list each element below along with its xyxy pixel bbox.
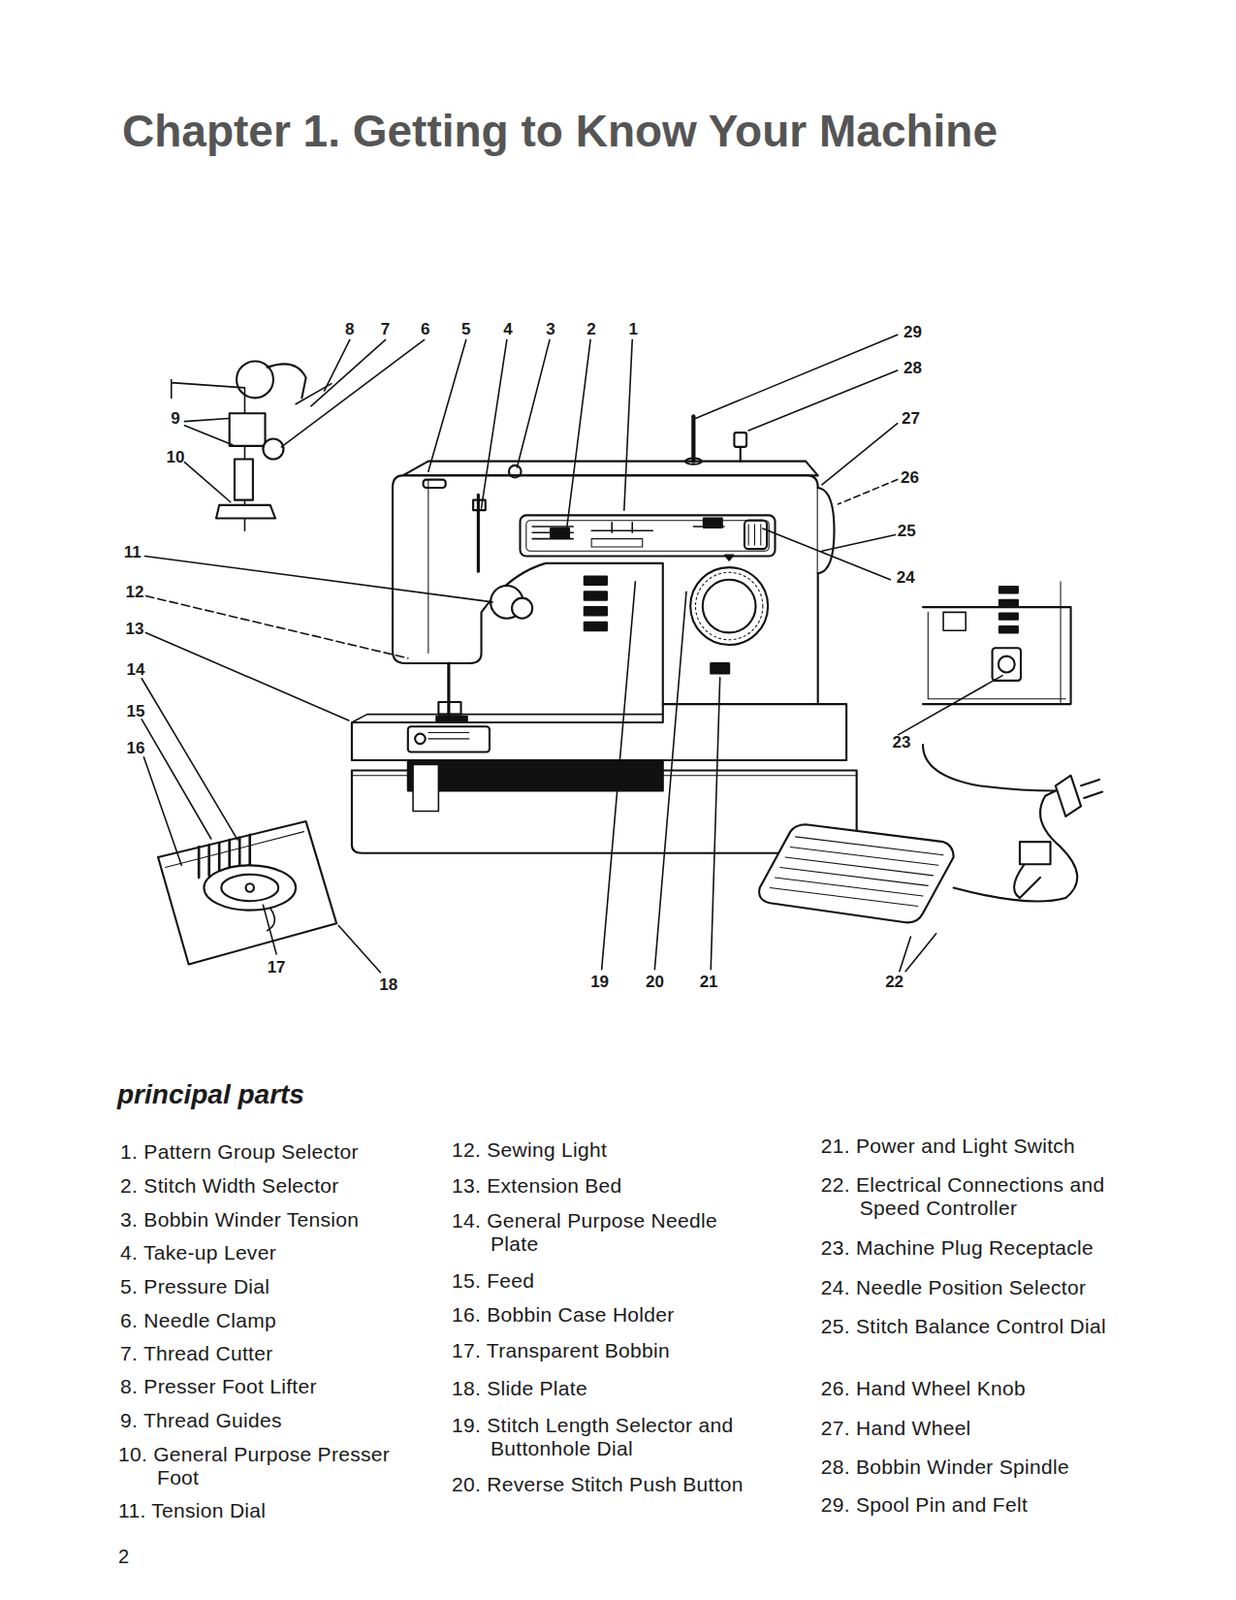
callout-number: 26	[900, 469, 920, 486]
callout-number: 12	[125, 583, 144, 601]
callout-number: 8	[345, 319, 354, 337]
callout-number: 20	[645, 973, 665, 990]
part-list-item: 19. Stitch Length Selector and Buttonhol…	[451, 1413, 750, 1460]
chapter-title: Chapter 1. Getting to Know Your Machine	[122, 104, 998, 158]
part-list-item: 9. Thread Guides	[120, 1408, 427, 1432]
part-list-item: 2. Stitch Width Selector	[120, 1173, 427, 1198]
callout-number: 9	[170, 410, 180, 427]
callout-number: 23	[892, 732, 912, 750]
callout-number: 2	[586, 319, 596, 337]
part-list-item: 18. Slide Plate	[451, 1376, 750, 1400]
part-list-item: 28. Bobbin Winder Spindle	[821, 1455, 1133, 1479]
part-list-item: 15. Feed	[451, 1268, 750, 1293]
callout-number: 16	[126, 739, 145, 757]
part-list-item: 24. Needle Position Selector	[821, 1275, 1133, 1300]
callout-number: 7	[380, 319, 390, 337]
part-list-item: 27. Hand Wheel	[821, 1416, 1133, 1440]
part-list-item: 26. Hand Wheel Knob	[821, 1376, 1133, 1400]
part-list-item: 6. Needle Clamp	[120, 1308, 427, 1332]
callout-number: 18	[379, 976, 398, 993]
part-list-item: 1. Pattern Group Selector	[120, 1140, 427, 1164]
part-list-item: 22. Electrical Connections and Speed Con…	[821, 1172, 1133, 1220]
callout-number: 6	[420, 319, 430, 337]
part-list-item: 20. Reverse Stitch Push Button	[451, 1472, 750, 1496]
callout-number: 17	[267, 958, 286, 976]
callout-number: 21	[699, 973, 719, 990]
part-list-item: 23. Machine Plug Receptacle	[821, 1236, 1133, 1260]
callout-number: 19	[590, 973, 609, 990]
callout-number: 22	[885, 973, 904, 990]
callout-number: 15	[126, 702, 145, 720]
part-list-item: 7. Thread Cutter	[120, 1341, 427, 1365]
part-list-item: 10. General Purpose Presser Foot	[118, 1442, 425, 1490]
part-list-item: 4. Take-up Lever	[120, 1240, 427, 1265]
part-list-item: 16. Bobbin Case Holder	[451, 1302, 750, 1327]
part-list-item: 3. Bobbin Winder Tension	[120, 1207, 427, 1232]
callout-number: 24	[896, 569, 916, 586]
part-list-item: 29. Spool Pin and Felt	[821, 1492, 1133, 1517]
callout-number: 11	[124, 543, 142, 561]
part-list-item: 17. Transparent Bobbin	[451, 1338, 750, 1363]
section-heading: principal parts	[117, 1078, 305, 1110]
callout-number: 28	[903, 358, 922, 376]
part-list-item: 12. Sewing Light	[451, 1138, 750, 1162]
callout-number: 14	[126, 661, 145, 678]
part-list-item: 14. General Purpose Needle Plate	[451, 1208, 750, 1256]
page-number: 2	[118, 1545, 129, 1568]
part-list-item: 21. Power and Light Switch	[821, 1134, 1133, 1158]
part-list-item: 8. Presser Foot Lifter	[120, 1374, 427, 1398]
callout-number: 25	[897, 522, 917, 539]
part-list-item: 11. Tension Dial	[118, 1498, 425, 1522]
part-list-item: 25. Stitch Balance Control Dial	[821, 1314, 1133, 1338]
callout-number: 27	[901, 410, 920, 427]
callout-number: 5	[461, 319, 471, 337]
callout-number: 29	[903, 322, 922, 340]
part-list-item: 13. Extension Bed	[451, 1173, 750, 1198]
callout-number: 3	[545, 319, 555, 337]
part-list-item: 5. Pressure Dial	[120, 1274, 427, 1299]
callout-number: 13	[125, 620, 144, 637]
callout-number: 10	[165, 448, 185, 466]
callout-number: 1	[629, 319, 638, 337]
callout-number: 4	[503, 319, 512, 337]
